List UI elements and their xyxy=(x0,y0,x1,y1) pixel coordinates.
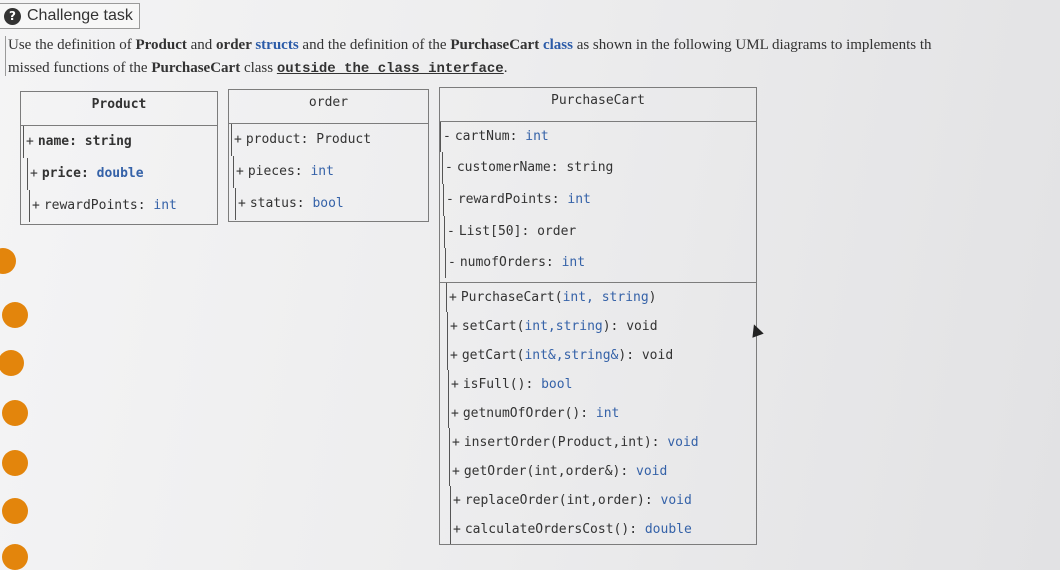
uml-product-fields: +name: string +price: double +rewardPoin… xyxy=(21,126,217,222)
uml-order-fields: +product: Product +pieces: int +status: … xyxy=(229,124,428,220)
uml-product-box: Product +name: string +price: double +re… xyxy=(20,91,218,225)
uml-field-row: +price: double xyxy=(21,158,217,190)
uml-method-row: +getnumOfOrder(): int xyxy=(440,399,756,428)
uml-method-row: +getOrder(int,order&): void xyxy=(440,457,756,486)
uml-purchasecart-methods: +PurchaseCart(int, string) +setCart(int,… xyxy=(440,282,756,544)
description-line-1: Use the definition of Product and order … xyxy=(8,37,932,53)
uml-order-box: order +product: Product +pieces: int +st… xyxy=(228,89,429,222)
challenge-task-header: ? Challenge task xyxy=(0,3,140,29)
uml-order-title: order xyxy=(229,90,428,124)
description-border xyxy=(5,36,6,76)
uml-method-row: +insertOrder(Product,int): void xyxy=(440,428,756,457)
orange-dot xyxy=(2,400,28,426)
uml-field-row: +status: bool xyxy=(229,188,428,220)
uml-method-row: +isFull(): bool xyxy=(440,370,756,399)
task-description: Use the definition of Product and order … xyxy=(8,34,1060,81)
orange-dot xyxy=(2,498,28,524)
orange-dot xyxy=(0,350,24,376)
uml-purchasecart-fields: -cartNum: int -customerName: string -rew… xyxy=(440,122,756,282)
orange-dot xyxy=(2,302,28,328)
orange-dot xyxy=(0,248,16,274)
orange-dot xyxy=(2,544,28,570)
orange-dot xyxy=(2,450,28,476)
uml-field-row: -customerName: string xyxy=(440,152,756,184)
uml-field-row: +name: string xyxy=(21,126,217,158)
uml-method-row: +PurchaseCart(int, string) xyxy=(440,283,756,312)
uml-product-title: Product xyxy=(21,92,217,126)
uml-method-row: +replaceOrder(int,order): void xyxy=(440,486,756,515)
uml-field-row: +pieces: int xyxy=(229,156,428,188)
description-line-2: missed functions of the PurchaseCart cla… xyxy=(8,60,508,77)
uml-field-row: -cartNum: int xyxy=(440,122,756,152)
uml-field-row: +rewardPoints: int xyxy=(21,190,217,222)
uml-purchasecart-title: PurchaseCart xyxy=(440,88,756,122)
help-icon: ? xyxy=(4,7,21,25)
uml-method-row: +setCart(int,string): void xyxy=(440,312,756,341)
uml-field-row: +product: Product xyxy=(229,124,428,156)
uml-purchasecart-box: PurchaseCart -cartNum: int -customerName… xyxy=(439,87,757,545)
uml-method-row: +getCart(int&,string&): void xyxy=(440,341,756,370)
mouse-cursor-icon xyxy=(748,322,764,338)
uml-field-row: -rewardPoints: int xyxy=(440,184,756,216)
uml-method-row: +calculateOrdersCost(): double xyxy=(440,515,756,544)
uml-field-row: -numofOrders: int xyxy=(440,248,756,278)
uml-field-row: -List[50]: order xyxy=(440,216,756,248)
header-title: Challenge task xyxy=(27,7,133,24)
